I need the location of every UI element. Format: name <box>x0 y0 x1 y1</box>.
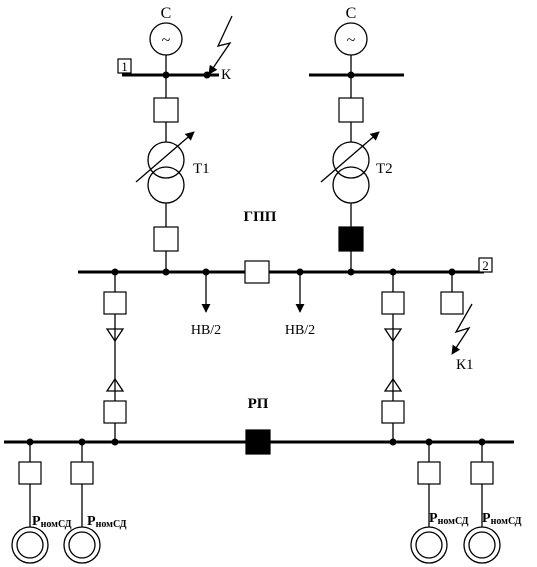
motor-3: PномСД <box>410 442 469 564</box>
motor-4: PномСД <box>463 442 522 564</box>
motor-2-label: PномСД <box>87 514 127 530</box>
node <box>389 438 397 446</box>
transformer-t2 <box>320 131 380 204</box>
node <box>162 268 170 276</box>
generator-right-symbol: ~ <box>347 32 356 49</box>
dist-point-label: РП <box>248 396 269 412</box>
node <box>347 268 355 276</box>
main-substation-label: ГПП <box>244 209 277 225</box>
transformer-t2-label: T2 <box>376 161 393 177</box>
load-left-label: НВ/2 <box>191 323 221 338</box>
breaker-t2-hv <box>338 97 364 123</box>
source-left: C ~ <box>149 5 183 75</box>
transformer-t1-label: T1 <box>193 161 210 177</box>
breaker-t1-lv <box>153 226 179 252</box>
source-right: C ~ <box>334 5 368 75</box>
bus1-marker: 1 <box>121 59 128 74</box>
breaker-k1 <box>440 291 464 315</box>
motor-1-label: PномСД <box>32 514 72 530</box>
fault-k1-label: К1 <box>456 357 474 373</box>
cable-line-right <box>381 272 405 442</box>
motor-1: PномСД <box>11 442 72 564</box>
breaker-t2-lv-closed <box>338 226 364 252</box>
cable-line-left <box>103 272 127 442</box>
motor-4-label: PномСД <box>482 511 522 527</box>
fault-k1-lightning-icon <box>451 303 473 355</box>
motor-3-label: PномСД <box>429 511 469 527</box>
source-right-label: C <box>346 5 357 22</box>
source-left-label: C <box>161 5 172 22</box>
breaker-t1-hv <box>153 97 179 123</box>
motor-2: PномСД <box>63 442 127 564</box>
load-right-label: НВ/2 <box>285 323 315 338</box>
fault-k-label: К <box>221 67 232 83</box>
generator-left-symbol: ~ <box>162 32 171 49</box>
transformer-t1 <box>135 131 195 204</box>
bus2-marker: 2 <box>482 258 489 273</box>
bus2-marker-box <box>478 257 493 273</box>
fault-k-lightning-icon <box>208 15 233 75</box>
bus1-marker-box <box>117 58 132 74</box>
node <box>111 438 119 446</box>
bus-tie-breaker-rp-closed <box>245 429 271 455</box>
bus-tie-breaker-gpp <box>244 260 270 284</box>
